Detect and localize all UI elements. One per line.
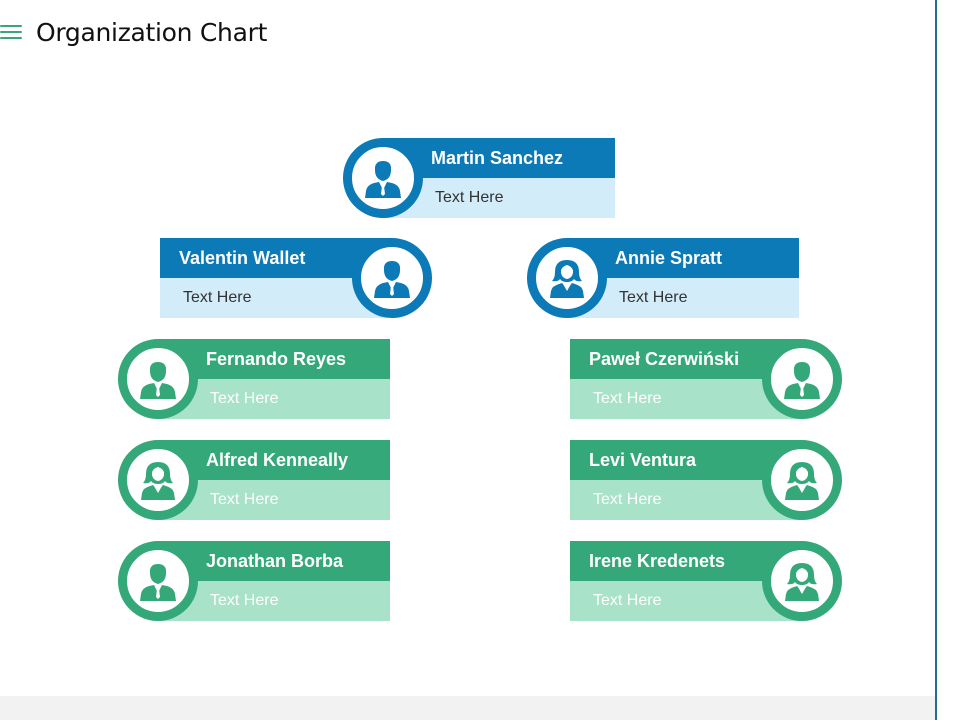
avatar-ring [762,440,842,520]
male-user-icon [372,258,412,298]
female-user-icon [782,460,822,500]
card-name: Paweł Czerwiński [570,339,802,379]
male-user-icon [138,561,178,601]
avatar-ring [118,339,198,419]
female-user-icon [782,561,822,601]
page-title: Organization Chart [36,17,268,47]
org-card-alfred-kenneally: Alfred Kenneally Text Here [118,440,390,520]
avatar-ring [762,339,842,419]
avatar-ring [352,238,432,318]
female-user-icon [547,258,587,298]
org-card-martin-sanchez: Martin Sanchez Text Here [343,138,615,218]
footer-band [0,696,935,720]
male-user-icon [363,158,403,198]
org-card-fernando-reyes: Fernando Reyes Text Here [118,339,390,419]
card-name: Valentin Wallet [160,238,392,278]
male-user-icon [138,359,178,399]
menu-lines-icon [0,25,22,39]
org-card-valentin-wallet: Valentin Wallet Text Here [160,238,432,318]
avatar-ring [527,238,607,318]
avatar-ring [118,440,198,520]
title-bar: Organization Chart [0,14,267,50]
card-name: Irene Kredenets [570,541,802,581]
male-user-icon [782,359,822,399]
avatar-ring [343,138,423,218]
avatar-ring [762,541,842,621]
org-card-irene-kredenets: Irene Kredenets Text Here [570,541,842,621]
org-card-jonathan-borba: Jonathan Borba Text Here [118,541,390,621]
org-card-pawel-czerwinski: Paweł Czerwiński Text Here [570,339,842,419]
org-card-annie-spratt: Annie Spratt Text Here [527,238,799,318]
right-border-line [935,0,937,720]
org-card-levi-ventura: Levi Ventura Text Here [570,440,842,520]
avatar-ring [118,541,198,621]
female-user-icon [138,460,178,500]
